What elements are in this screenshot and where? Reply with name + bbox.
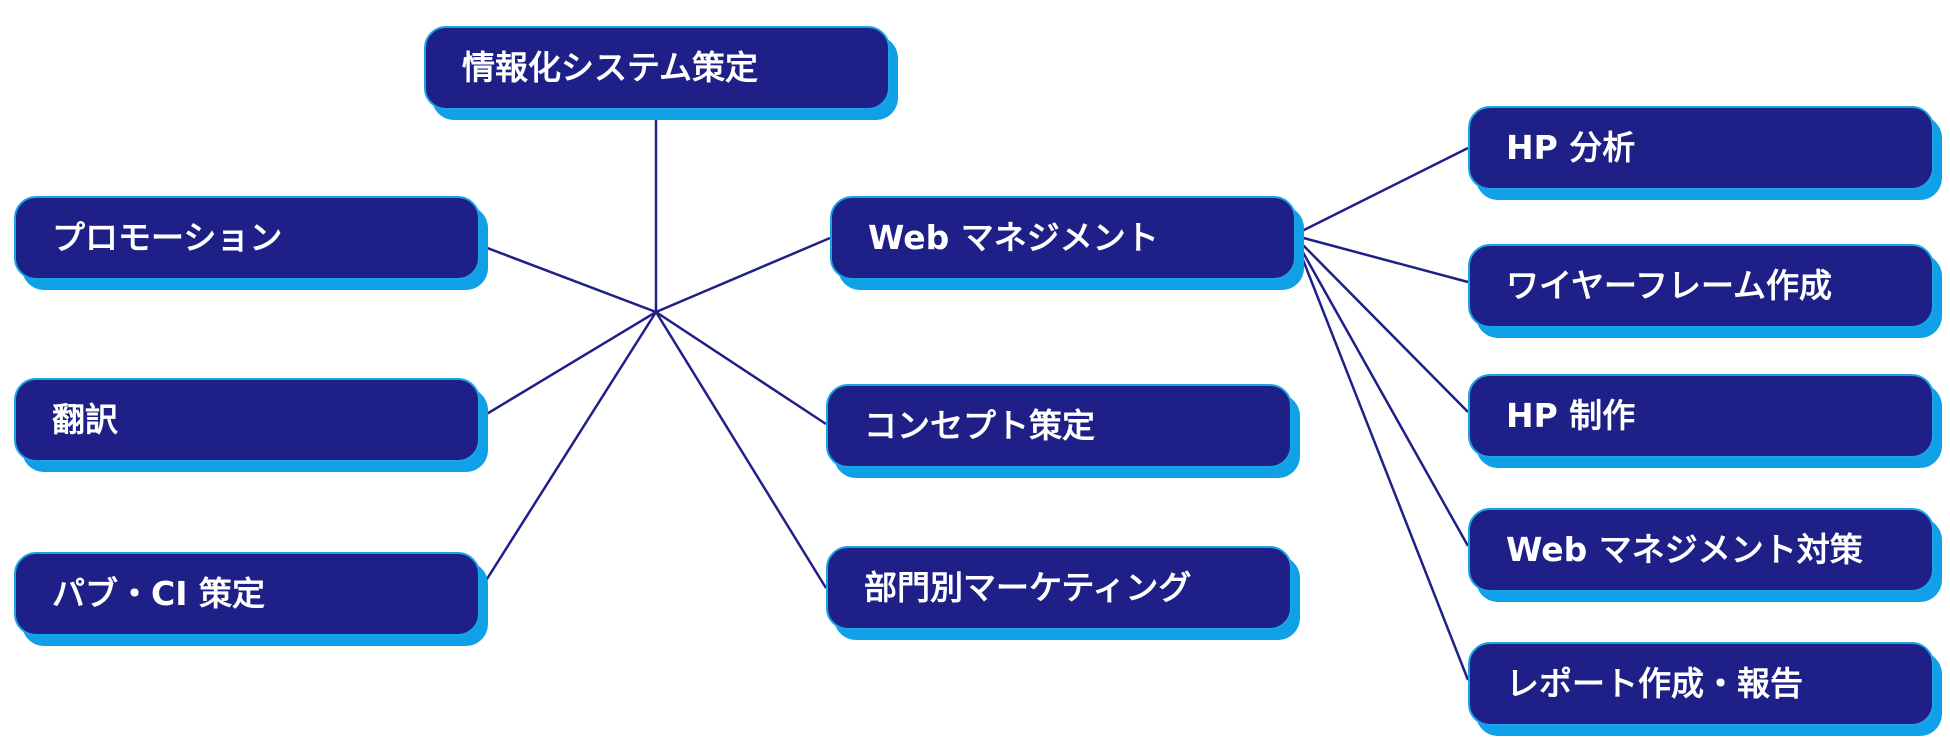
- node-web-management-measures: Web マネジメント対策: [1468, 508, 1934, 592]
- node-hp-production: HP 制作: [1468, 374, 1934, 458]
- connector-hub-marketing: [654, 311, 828, 589]
- connector-hub-pub-ci: [478, 311, 658, 591]
- node-translation: 翻訳: [14, 378, 480, 462]
- connector-web-report: [1294, 241, 1470, 681]
- connector-hub-translation: [479, 310, 657, 420]
- node-hp-analysis: HP 分析: [1468, 106, 1934, 190]
- node-info-system-planning: 情報化システム策定: [424, 26, 890, 110]
- node-report-creation: レポート作成・報告: [1468, 642, 1934, 726]
- node-concept-planning: コンセプト策定: [826, 384, 1292, 468]
- connector-web-hp-analysis: [1295, 146, 1469, 236]
- connector-hub-promotion: [481, 244, 657, 314]
- node-wireframe-creation: ワイヤーフレーム作成: [1468, 244, 1934, 328]
- connector-web-measures: [1294, 239, 1470, 547]
- connector-web-hp-production: [1295, 237, 1469, 413]
- connector-web-wireframe: [1295, 234, 1469, 284]
- connector-hub-web-management: [655, 236, 831, 314]
- node-department-marketing: 部門別マーケティング: [826, 546, 1292, 630]
- connector-hub-concept: [655, 310, 827, 426]
- node-pub-ci-planning: パブ・CI 策定: [14, 552, 480, 636]
- node-promotion: プロモーション: [14, 196, 480, 280]
- node-web-management: Web マネジメント: [830, 196, 1296, 280]
